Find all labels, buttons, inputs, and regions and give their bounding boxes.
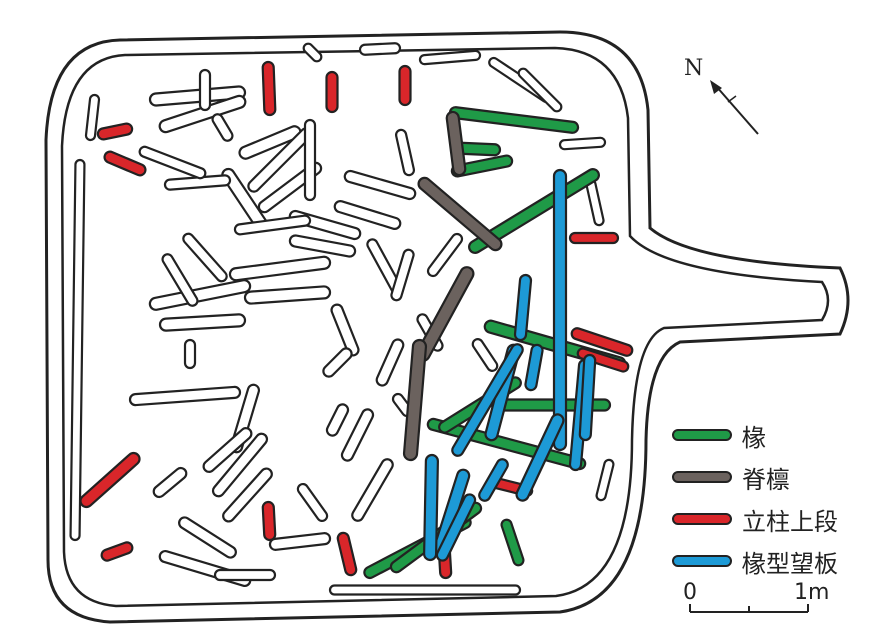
colored-timber-38 (515, 413, 565, 502)
legend-label-post-upper: 立柱上段 (742, 507, 838, 536)
colored-timber-11 (500, 518, 525, 567)
legend-label-rafter: 椽 (742, 423, 766, 452)
white-timber-9 (228, 255, 332, 282)
legend-item-ridge-purlin: 脊檩 (672, 460, 790, 494)
white-timber-38 (394, 128, 416, 177)
white-timber-29 (351, 458, 394, 522)
white-timbers (69, 42, 615, 596)
colored-timber-12 (445, 110, 467, 177)
colored-timber-27 (570, 327, 634, 357)
white-timber-3 (198, 68, 212, 112)
white-timber-20 (222, 467, 273, 523)
white-timber-5 (238, 125, 302, 160)
white-timber-27 (325, 403, 350, 437)
white-timber-42 (418, 49, 482, 66)
white-timber-31 (343, 169, 417, 201)
colored-timber-18 (398, 64, 412, 107)
white-timber-47 (558, 136, 607, 151)
white-timber-39 (303, 118, 317, 202)
white-timber-37 (288, 234, 357, 258)
legend-item-rafter: 椽 (672, 418, 766, 452)
white-timber-14 (183, 338, 197, 370)
colored-timber-17 (325, 70, 339, 114)
white-timber-24 (268, 532, 332, 551)
white-timber-25 (330, 303, 360, 357)
legend-label-ridge-purlin: 脊檩 (742, 465, 790, 494)
legend-swatch-rafter (672, 429, 732, 441)
white-timber-28 (340, 408, 375, 462)
white-timber-58 (213, 568, 277, 582)
white-timber-44 (517, 67, 563, 113)
colored-timber-3 (450, 154, 514, 178)
colored-timber-22 (100, 541, 134, 562)
legend-item-rafter-board: 椽型望板 (672, 544, 838, 578)
white-timber-21 (152, 466, 188, 499)
white-timber-12 (182, 232, 228, 283)
white-timber-52 (138, 145, 207, 180)
white-timber-26 (322, 347, 353, 378)
legend-swatch-post-upper (672, 513, 732, 525)
white-timber-10 (148, 279, 252, 311)
colored-timbers (79, 60, 634, 580)
white-timber-23 (158, 549, 252, 588)
scale-end-label: 1m (794, 580, 830, 605)
colored-timber-30 (552, 168, 568, 452)
colored-timber-13 (417, 176, 503, 252)
legend-swatch-rafter-board (672, 555, 732, 567)
white-timber-56 (296, 482, 329, 523)
colored-timber-24 (336, 531, 358, 577)
legend-item-post-upper: 立柱上段 (672, 502, 838, 536)
colored-timber-35 (423, 453, 439, 562)
scale-start-label: 0 (683, 580, 697, 605)
colored-timber-31 (513, 273, 533, 342)
white-timber-19 (211, 432, 269, 498)
white-timber-55 (471, 338, 499, 372)
white-timber-32 (333, 200, 402, 230)
scale-bar (689, 604, 809, 613)
inner-boundary (60, 46, 830, 608)
colored-timber-33 (524, 343, 544, 392)
colored-timber-20 (103, 150, 147, 177)
colored-timber-16 (261, 60, 277, 117)
white-timber-50 (328, 584, 522, 596)
colored-timber-26 (568, 231, 620, 245)
white-timber-46 (84, 93, 101, 142)
legend-swatch-ridge-purlin (672, 471, 732, 483)
white-timber-49 (595, 458, 615, 502)
white-timber-13 (161, 253, 199, 307)
north-label: N (684, 56, 704, 81)
colored-timber-40 (578, 353, 597, 442)
colored-timber-19 (96, 122, 134, 141)
colored-timber-37 (478, 458, 509, 502)
white-timber-15 (243, 285, 332, 305)
legend-label-rafter-board: 椽型望板 (742, 549, 838, 578)
white-timber-34 (390, 248, 415, 302)
white-timber-57 (233, 214, 312, 236)
white-timber-11 (158, 313, 247, 332)
white-timber-18 (202, 427, 253, 473)
colored-timber-41 (451, 343, 524, 457)
white-timber-45 (69, 158, 86, 542)
white-timber-41 (358, 42, 402, 56)
white-timber-16 (128, 385, 242, 407)
white-timber-4 (211, 113, 234, 142)
white-timber-40 (302, 42, 323, 63)
colored-timber-15 (402, 338, 428, 462)
colored-timber-21 (79, 451, 141, 509)
white-timber-30 (375, 338, 405, 387)
outer-boundary (44, 30, 850, 624)
north-arrow-icon (710, 80, 759, 135)
white-timber-1 (148, 85, 247, 107)
colored-timber-23 (261, 500, 277, 542)
colored-timber-36 (435, 493, 477, 562)
white-timber-22 (178, 516, 237, 559)
white-timber-35 (426, 232, 464, 278)
